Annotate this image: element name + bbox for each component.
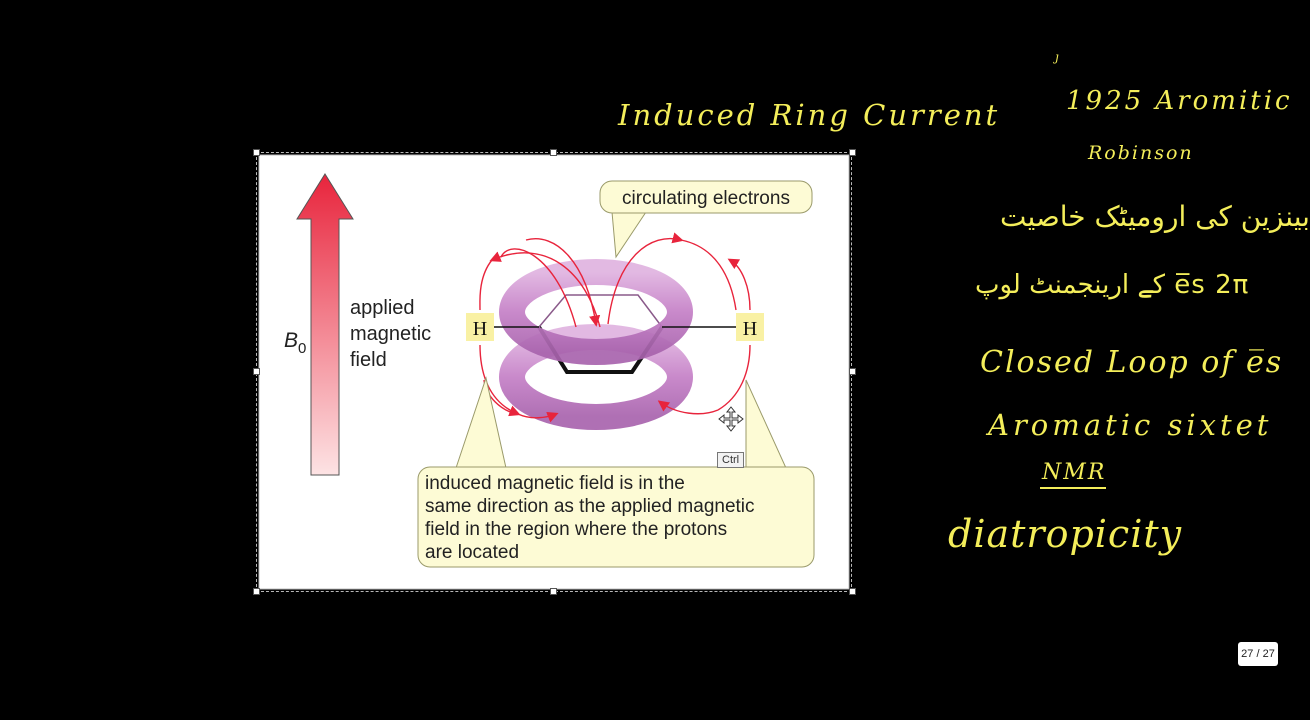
- ink-nmr-underline: [1040, 487, 1106, 489]
- resize-handle-bottom-right[interactable]: [849, 588, 856, 595]
- ink-tick-mark: ȷ: [1055, 50, 1060, 64]
- resize-handle-left[interactable]: [253, 368, 260, 375]
- ink-name-note: Robinson: [1088, 142, 1194, 164]
- b0-label: B0: [284, 329, 306, 357]
- right-h-label: H: [743, 318, 757, 340]
- ctrl-tooltip: Ctrl: [717, 452, 745, 468]
- ink-closed-loop-note: Closed Loop of e̅s: [980, 345, 1284, 380]
- lower-electron-ring: [499, 324, 693, 430]
- ink-year-note: 1925 Aromitic: [1066, 86, 1293, 116]
- ink-nmr-note: NMR: [1042, 460, 1107, 485]
- ink-sextet-note: Aromatic sixtet: [988, 408, 1273, 442]
- resize-handle-top-right[interactable]: [849, 149, 856, 156]
- induced-field-lines: [479, 232, 751, 423]
- left-h-box: [466, 313, 494, 341]
- b0-arrow: [296, 173, 354, 476]
- upper-electron-ring: [499, 259, 693, 365]
- left-h-label: H: [473, 318, 487, 340]
- ink-urdu-note-2: e̅s 2π کے ارینجمنٹ لوپ: [975, 270, 1250, 300]
- ink-diatropicity-note: diatropicity: [948, 512, 1183, 556]
- ring-current-diagram[interactable]: B0 applied magnetic field H H circulatin…: [256, 152, 852, 592]
- resize-handle-bottom[interactable]: [550, 588, 557, 595]
- page-counter: 27 / 27: [1238, 642, 1278, 666]
- induced-field-callout: [417, 466, 815, 568]
- resize-handle-top-left[interactable]: [253, 149, 260, 156]
- applied-field-label: applied magnetic field: [350, 297, 437, 371]
- induced-field-text: induced magnetic field is in the same di…: [425, 473, 760, 563]
- ink-urdu-note-1: بینزین کی ارومیٹک خاصیت: [1000, 200, 1310, 233]
- resize-handle-right[interactable]: [849, 368, 856, 375]
- circulating-callout: [599, 180, 813, 214]
- right-h-box: [736, 313, 764, 341]
- resize-handle-bottom-left[interactable]: [253, 588, 260, 595]
- move-cursor-icon: [718, 406, 744, 432]
- benzene-ring-back: [538, 294, 663, 328]
- circulating-electrons-label: circulating electrons: [622, 188, 790, 209]
- heading-induced-ring-current: Induced Ring Current: [618, 98, 1001, 132]
- resize-handle-top[interactable]: [550, 149, 557, 156]
